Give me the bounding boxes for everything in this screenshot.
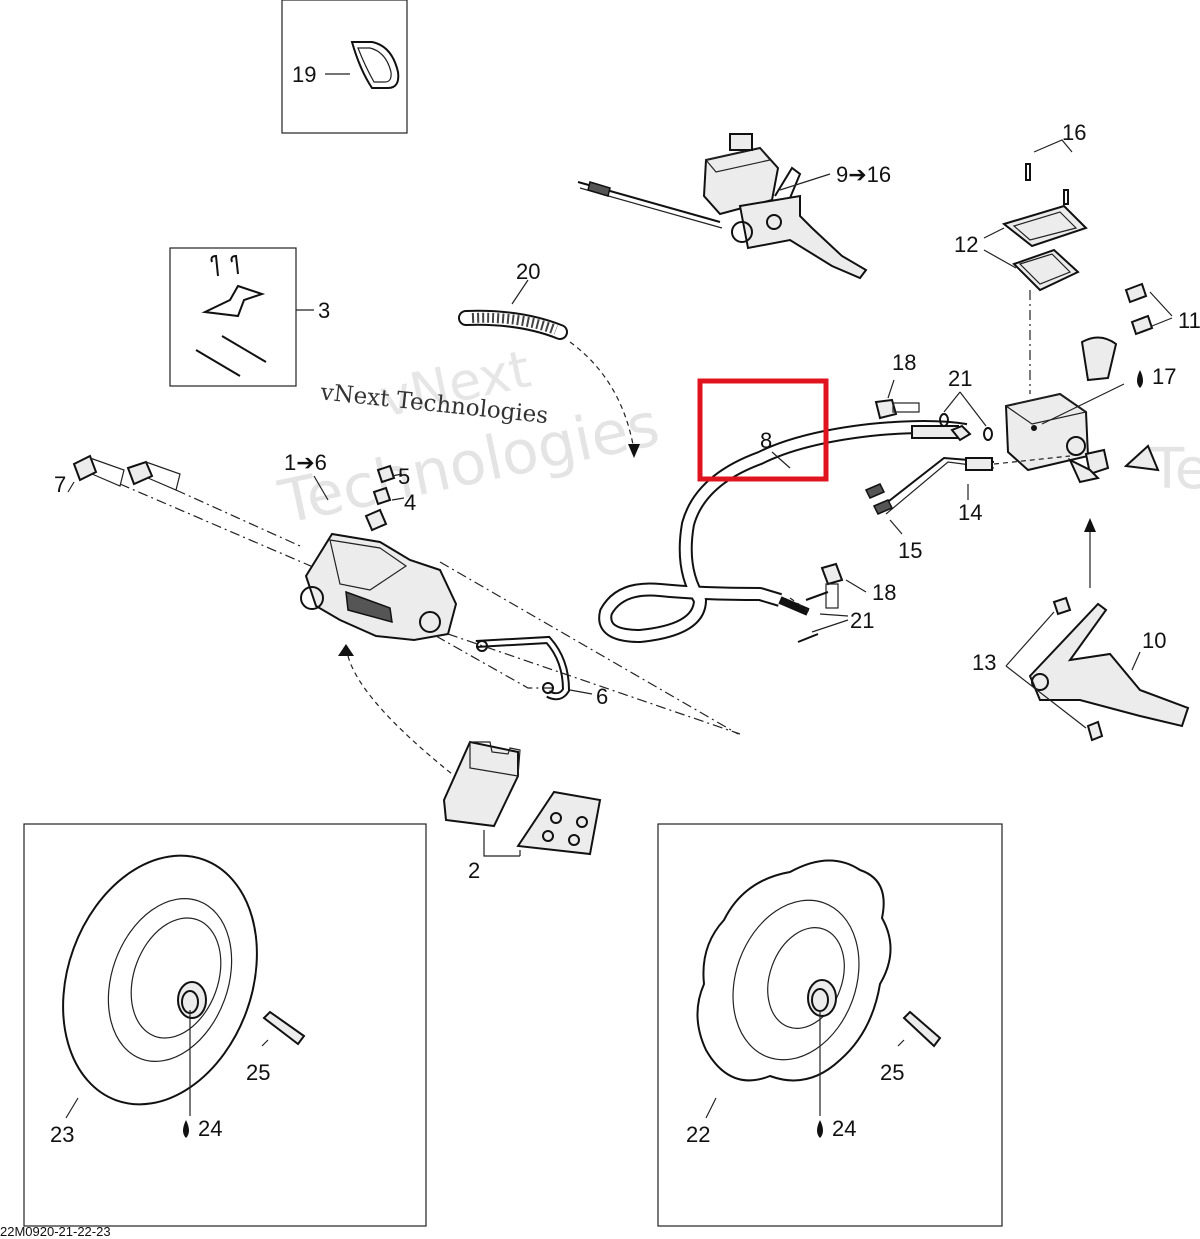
part-20-hose-protector: 20 (458, 259, 640, 458)
label-8: 8 (760, 428, 772, 453)
part-22-disc-box: 25 24 22 (657, 823, 1003, 1227)
label-19: 19 (292, 62, 316, 87)
rear-master-cylinder: 16 12 11 17 (954, 120, 1200, 484)
label-21-upper: 21 (948, 366, 972, 391)
part-2-brake-pads: 2 (442, 740, 602, 883)
drop-icon-24-right (817, 1120, 823, 1138)
label-22: 22 (686, 1122, 710, 1147)
label-24-right: 24 (832, 1116, 856, 1141)
drop-icon-17 (1137, 370, 1143, 388)
label-20: 20 (516, 259, 540, 284)
label-1-6: 1➔6 (284, 450, 327, 475)
label-5: 5 (398, 464, 410, 489)
part-18-21-lower-fittings: 18 21 (789, 562, 896, 643)
front-master-cylinder: 9➔16 (577, 133, 891, 280)
label-25-right: 25 (880, 1060, 904, 1085)
label-6: 6 (596, 684, 608, 709)
label-12: 12 (954, 232, 978, 257)
label-13: 13 (972, 650, 996, 675)
label-17: 17 (1152, 364, 1176, 389)
part-18-21-upper-fittings: 18 21 (874, 350, 993, 442)
part-19-clip-box: 19 (281, 0, 408, 134)
label-18-lower: 18 (872, 580, 896, 605)
label-9-16: 9➔16 (836, 162, 891, 187)
part-3-pins-box: 3 (169, 247, 330, 387)
label-21-lower: 21 (850, 608, 874, 633)
label-25-left: 25 (246, 1060, 270, 1085)
part-23-disc-box: 25 24 23 (23, 823, 427, 1227)
brake-caliper-assembly: 7 1➔6 5 4 6 (54, 450, 741, 775)
part-8-brake-hose: 8 (598, 420, 968, 643)
label-14: 14 (958, 500, 982, 525)
label-2: 2 (468, 858, 480, 883)
label-16: 16 (1062, 120, 1086, 145)
drop-icon-24-left (183, 1120, 189, 1138)
label-23: 23 (50, 1122, 74, 1147)
rear-brake-lever: 13 10 (972, 518, 1190, 742)
label-4: 4 (404, 490, 416, 515)
label-24-left: 24 (198, 1116, 222, 1141)
highlight-box-part-8 (697, 378, 829, 482)
label-15: 15 (898, 538, 922, 563)
label-3: 3 (318, 298, 330, 323)
label-7: 7 (54, 472, 66, 497)
brake-light-switch: 14 15 (864, 455, 1071, 563)
label-10: 10 (1142, 628, 1166, 653)
drawing-code: 22M0920-21-22-23 (0, 1224, 111, 1239)
label-18-upper: 18 (892, 350, 916, 375)
label-11: 11 (1178, 308, 1200, 333)
